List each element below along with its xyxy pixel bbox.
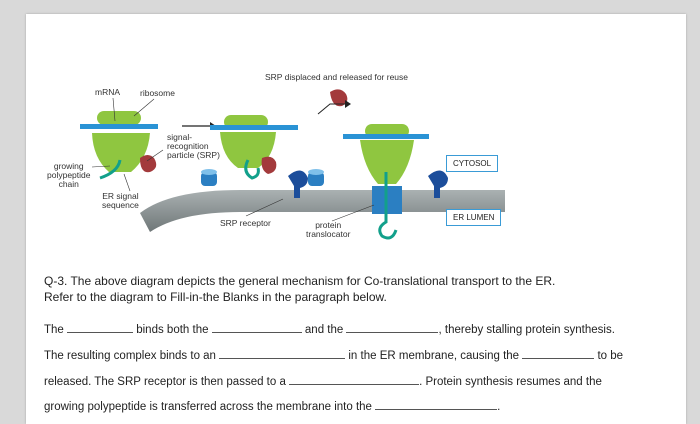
srp-receptor-2 — [308, 169, 324, 186]
paragraph-line-1: The binds both the and the , thereby sta… — [44, 322, 615, 336]
paragraph-line-4: growing polypeptide is transferred acros… — [44, 399, 501, 413]
blank-7[interactable] — [375, 399, 498, 410]
question-title-line-1: Q-3. The above diagram depicts the gener… — [44, 274, 556, 288]
ribosome-3 — [343, 124, 448, 240]
mrna-strand-2 — [210, 125, 298, 130]
label-protein-translocator: protein translocator — [306, 220, 351, 239]
blank-4[interactable] — [219, 348, 346, 359]
mrna-strand-3 — [343, 134, 429, 139]
label-er-signal-sequence: ER signal sequence — [102, 191, 139, 210]
blank-3[interactable] — [346, 322, 439, 333]
label-er-lumen: ER LUMEN — [446, 209, 502, 226]
released-srp — [330, 89, 348, 107]
cotranslational-transport-diagram — [80, 89, 505, 240]
paragraph-line-3: released. The SRP receptor is then passe… — [44, 374, 602, 388]
mrna-strand-1 — [80, 124, 158, 129]
label-srp-receptor: SRP receptor — [220, 218, 271, 228]
label-cytosol: CYTOSOL — [446, 155, 499, 172]
blank-2[interactable] — [211, 322, 302, 333]
paragraph-line-2: The resulting complex binds to an in the… — [44, 348, 624, 362]
label-mrna: mRNA — [95, 87, 121, 97]
label-srp: signal- recognition particle (SRP) — [167, 132, 220, 160]
blank-6[interactable] — [289, 374, 420, 385]
er-membrane — [140, 190, 505, 232]
ribosome-2 — [210, 115, 308, 198]
worksheet-page — [26, 14, 686, 424]
label-growing-polypeptide: growing polypeptide chain — [47, 161, 91, 189]
question-title-line-2: Refer to the diagram to Fill-in-the Blan… — [44, 290, 387, 304]
label-srp-displaced: SRP displaced and released for reuse — [265, 72, 409, 82]
srp-receptor-1 — [201, 169, 217, 186]
ribosome-1 — [80, 111, 158, 180]
blank-5[interactable] — [522, 348, 595, 359]
blank-1[interactable] — [67, 322, 134, 333]
label-ribosome: ribosome — [140, 88, 175, 98]
